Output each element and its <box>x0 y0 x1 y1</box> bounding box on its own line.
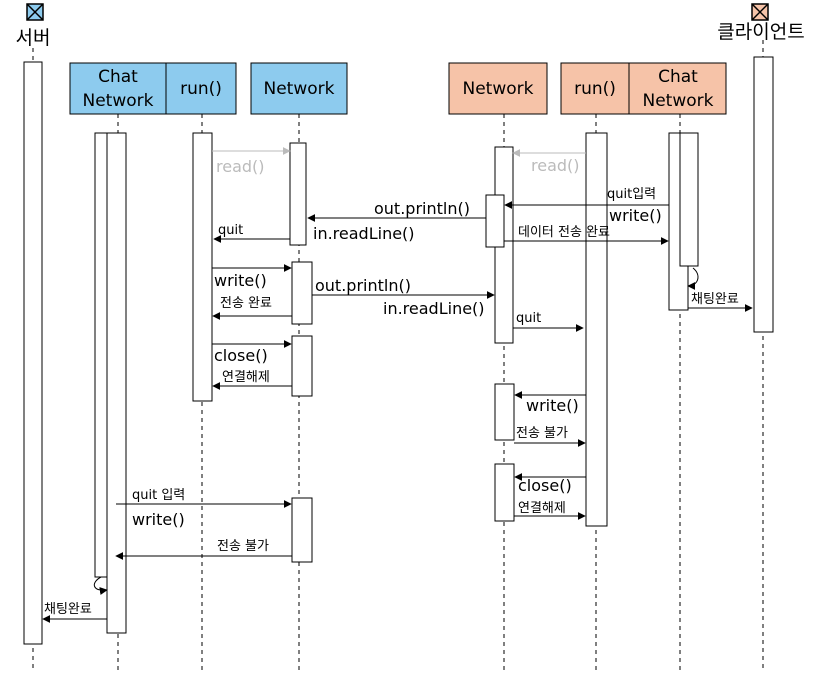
label-quit-1: quit <box>218 223 243 238</box>
label-close-server: close() <box>214 346 268 365</box>
activation-server-run <box>192 132 213 402</box>
activation-server-network-2 <box>291 261 313 325</box>
activation-client-network-2 <box>494 383 515 441</box>
header-client-chat-line1: Chat <box>658 67 698 87</box>
activation-client <box>753 56 774 333</box>
header-server-network-label: Network <box>264 79 335 99</box>
label-write-client-2: write() <box>526 396 579 415</box>
actor-client: 클라이언트 <box>717 3 805 43</box>
activations <box>23 56 774 645</box>
self-call-client <box>687 267 699 290</box>
activation-server <box>23 61 43 645</box>
header-client-run-label: run() <box>574 79 616 99</box>
actor-x-box-icon <box>26 3 44 21</box>
header-server-chat: Chat Network <box>69 62 167 115</box>
label-write-client: write() <box>609 206 662 225</box>
label-data-done: 데이터 전송 완료 <box>518 225 610 240</box>
activation-client-network-nested <box>485 194 505 248</box>
label-write-server: write() <box>214 271 267 290</box>
activation-server-network-1 <box>289 142 307 246</box>
label-disconnect-client: 연결해제 <box>518 501 566 516</box>
header-client-network: Network <box>448 62 548 115</box>
label-readline-2: in.readLine() <box>383 299 485 318</box>
label-quit-input-client: quit입력 <box>607 187 656 202</box>
activation-server-chat-b <box>106 132 127 634</box>
label-out-println-1: out.println() <box>374 199 470 218</box>
self-call-server <box>93 576 108 595</box>
activation-server-network-4 <box>291 497 313 563</box>
header-client-network-label: Network <box>463 79 534 99</box>
label-read-left: read() <box>216 157 265 176</box>
activation-server-network-3 <box>291 335 313 397</box>
header-server-run: run() <box>165 62 237 115</box>
label-write-server-2: write() <box>132 510 185 529</box>
label-chat-done-client: 채팅완료 <box>691 292 739 307</box>
actor-client-label: 클라이언트 <box>717 21 804 43</box>
label-quit-2: quit <box>516 311 541 326</box>
message-arrows <box>42 147 753 623</box>
label-close-client: close() <box>518 476 572 495</box>
header-server-network: Network <box>250 62 348 115</box>
label-disconnect-server: 연결해제 <box>222 370 270 385</box>
actor-x-box-icon <box>751 3 769 21</box>
activation-client-run <box>585 132 608 527</box>
activation-client-chat-b <box>679 132 699 267</box>
label-send-done: 전송 완료 <box>220 296 272 311</box>
label-readline-1: in.readLine() <box>313 224 415 243</box>
label-chat-done-server: 채팅완료 <box>44 602 92 617</box>
header-server-chat-line1: Chat <box>98 67 138 87</box>
label-send-fail-server: 전송 불가 <box>217 539 269 554</box>
activation-client-network-3 <box>494 463 515 522</box>
actor-server-label: 서버 <box>16 27 51 49</box>
header-server-run-label: run() <box>180 79 222 99</box>
label-out-println-2: out.println() <box>315 276 411 295</box>
label-send-fail-client: 전송 불가 <box>516 426 568 441</box>
lifelines <box>32 40 764 670</box>
header-client-run: run() <box>560 62 630 115</box>
label-read-right: read() <box>531 156 580 175</box>
actor-server: 서버 <box>16 3 51 49</box>
self-calls <box>93 267 699 595</box>
header-client-chat-line2: Network <box>643 91 714 111</box>
message-labels: read() read() quit입력 write() out.println… <box>44 156 739 617</box>
header-client-chat: Chat Network <box>628 62 727 115</box>
label-quit-input-server: quit 입력 <box>132 488 185 503</box>
header-server-chat-line2: Network <box>83 91 154 111</box>
